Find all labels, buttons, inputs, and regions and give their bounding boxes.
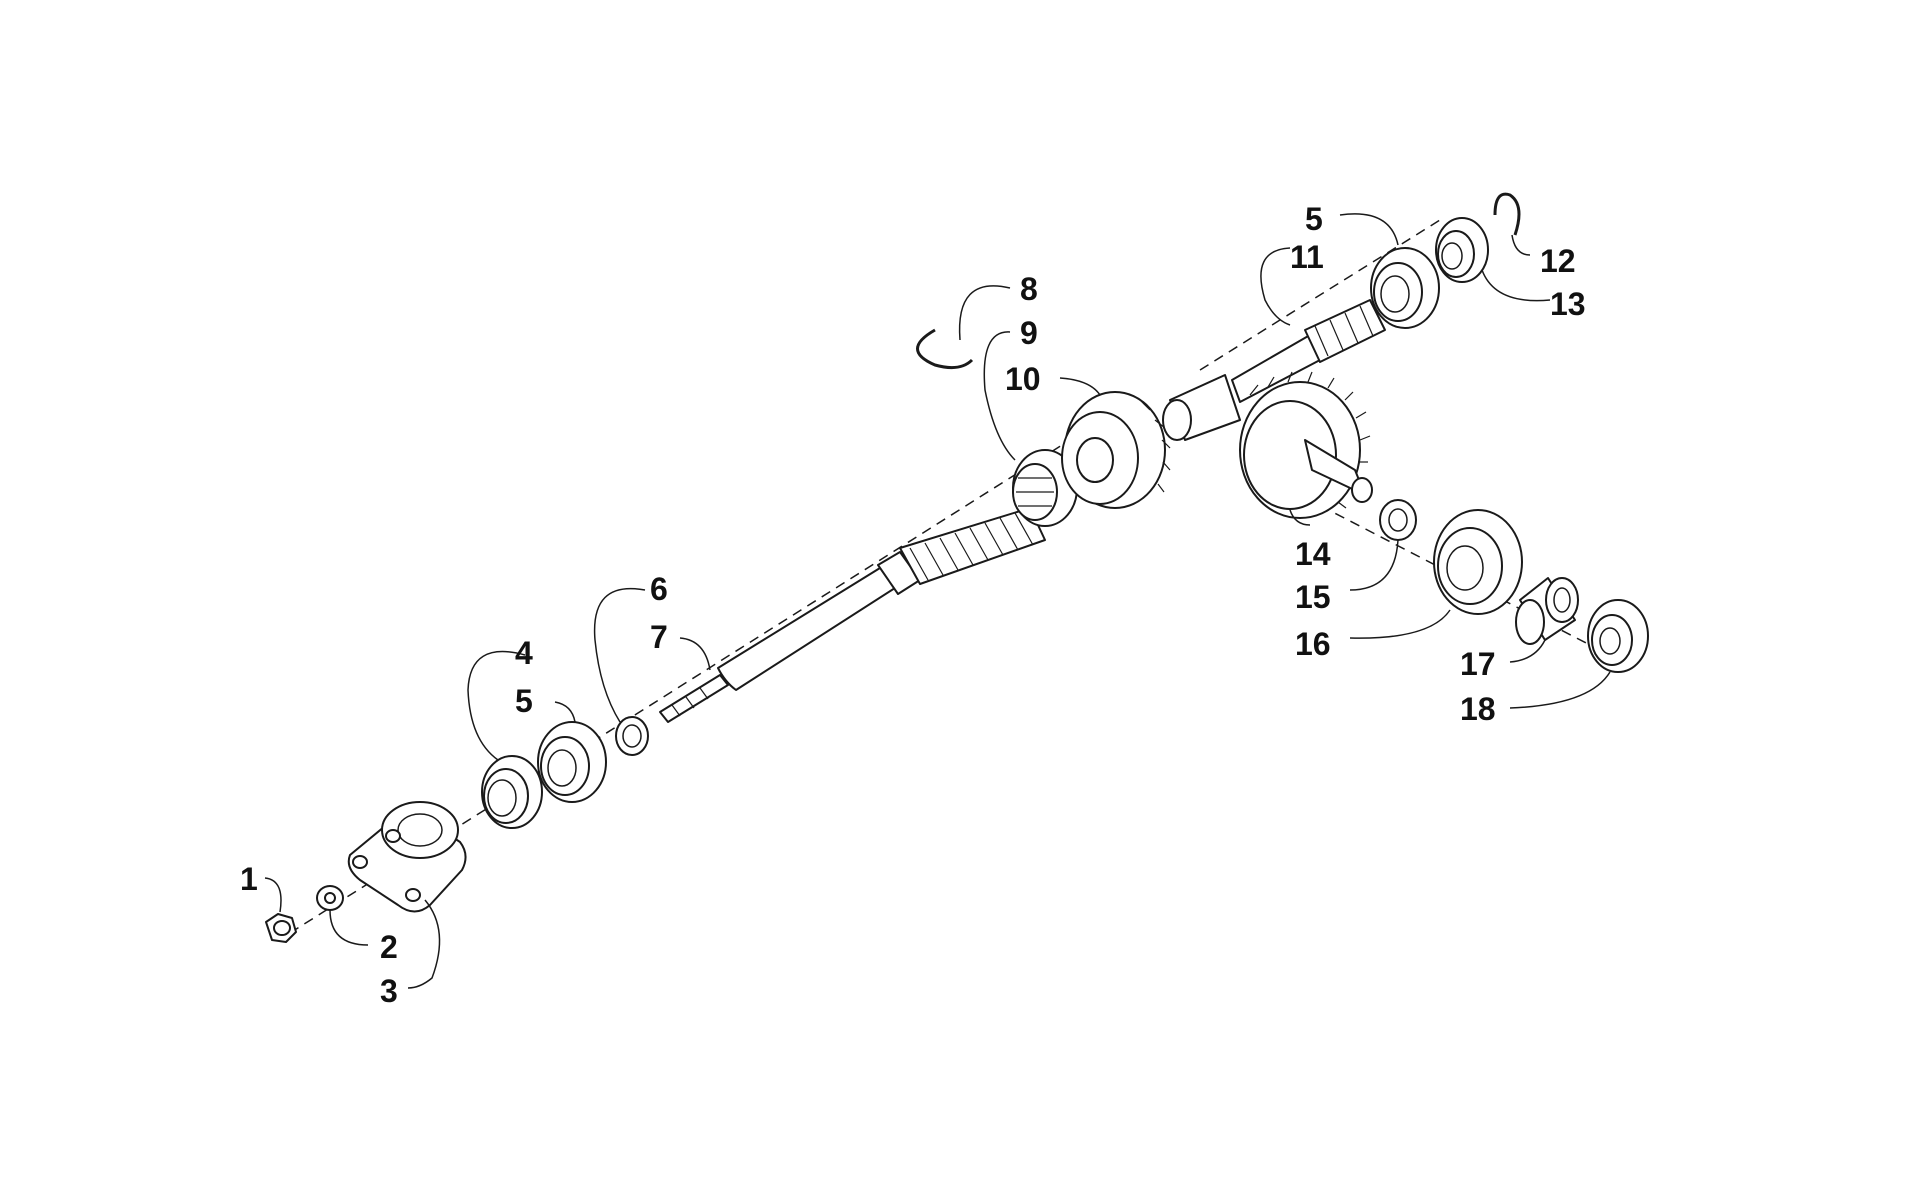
- callout-15: 15: [1295, 579, 1331, 615]
- callout-2: 2: [380, 929, 398, 965]
- part-15-washer: [1379, 499, 1417, 541]
- part-6-ring: [615, 716, 649, 756]
- callout-3: 3: [380, 973, 398, 1009]
- callout-18: 18: [1460, 691, 1496, 727]
- part-7-shaft: [659, 507, 1046, 723]
- callout-1: 1: [240, 861, 258, 897]
- part-14-driven-gear: [1239, 371, 1373, 519]
- part-12-snap-ring: [1493, 192, 1521, 236]
- callout-4: 4: [515, 635, 533, 671]
- callout-16: 16: [1295, 626, 1331, 662]
- callout-5-left: 5: [515, 683, 533, 719]
- callout-6: 6: [650, 571, 668, 607]
- callout-17: 17: [1460, 646, 1496, 682]
- leader-lines: [264, 213, 1611, 989]
- part-5-bearing-right: [1370, 247, 1440, 329]
- callout-9: 9: [1020, 315, 1038, 351]
- part-9-needle-bearing: [1012, 449, 1078, 527]
- part-1-nut: [265, 913, 297, 943]
- part-16-bearing: [1433, 509, 1523, 615]
- part-2-washer: [316, 885, 344, 911]
- part-11-output-shaft: [1162, 299, 1386, 441]
- callout-11: 11: [1290, 239, 1324, 275]
- part-8-circlip: [916, 328, 974, 370]
- callout-13: 13: [1550, 286, 1586, 322]
- callout-8: 8: [1020, 271, 1038, 307]
- part-3-flange: [347, 801, 467, 913]
- part-18-bearing: [1587, 599, 1649, 673]
- callout-14: 14: [1295, 536, 1331, 572]
- part-17-collar: [1515, 577, 1579, 645]
- part-13-seal: [1435, 217, 1489, 283]
- callout-labels: 1 2 3 4 5 6 7 8 9 10 5 11 12 13 14 15 16…: [240, 201, 1586, 1009]
- part-10-bevel-gear: [1061, 391, 1171, 509]
- callout-12: 12: [1540, 243, 1576, 279]
- part-5-bearing-left: [537, 721, 607, 803]
- callout-10: 10: [1005, 361, 1041, 397]
- part-4-seal: [481, 755, 543, 829]
- callout-5-right: 5: [1305, 201, 1323, 237]
- callout-7: 7: [650, 619, 668, 655]
